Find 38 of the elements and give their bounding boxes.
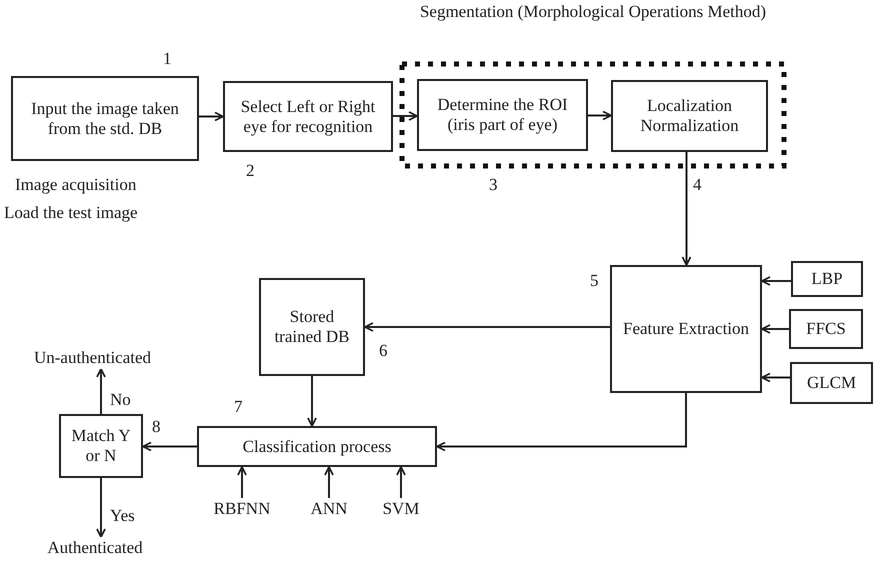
- arrow: [237, 466, 247, 498]
- arrow: [96, 478, 106, 538]
- arrow: [761, 324, 789, 334]
- arrow: [96, 368, 106, 414]
- group-heading: Segmentation (Morphological Operations Method): [418, 2, 768, 22]
- process-box: Stored trained DB: [259, 278, 365, 376]
- process-box: Determine the ROI (iris part of eye): [417, 79, 588, 151]
- arrow: [396, 466, 406, 498]
- callout-number: 8: [152, 418, 160, 435]
- arrow: [199, 112, 224, 122]
- callout-number: 7: [234, 398, 242, 415]
- process-box: LBP: [791, 261, 863, 297]
- process-box: FFCS: [789, 309, 863, 349]
- callout-number: 4: [693, 176, 702, 193]
- process-box: Classification process: [197, 426, 437, 467]
- arrow: [307, 376, 317, 427]
- callout-number: 6: [379, 342, 388, 359]
- arrow: [142, 442, 197, 452]
- callout-number: 1: [163, 50, 172, 67]
- process-box: Feature Extraction: [610, 265, 762, 393]
- arrow: [364, 322, 610, 332]
- arrow: [761, 372, 790, 382]
- caption-text: Image acquisition: [15, 175, 136, 195]
- process-box: Localization Normalization: [611, 80, 768, 152]
- callout-number: 2: [246, 162, 254, 179]
- arrow: [324, 466, 334, 498]
- arrow: [436, 393, 687, 452]
- callout-number: 5: [590, 272, 598, 289]
- arrow: [682, 152, 692, 266]
- arrow: [588, 110, 612, 120]
- callout-number: 3: [489, 176, 498, 193]
- process-box: Input the image taken from the std. DB: [11, 76, 199, 161]
- process-box: Select Left or Right eye for recognition: [223, 81, 393, 152]
- process-box: GLCM: [790, 362, 873, 404]
- arrow: [761, 276, 791, 286]
- process-box: Match Y or N: [59, 414, 143, 478]
- caption-text: Load the test image: [4, 203, 138, 223]
- arrow: [393, 111, 418, 121]
